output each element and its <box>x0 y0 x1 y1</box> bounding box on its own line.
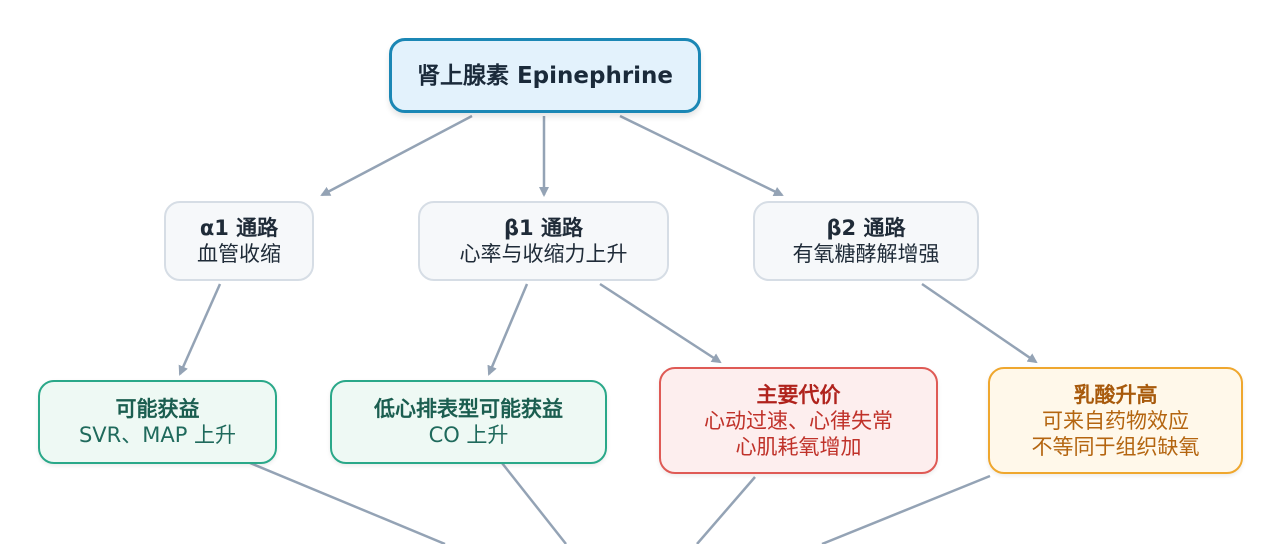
node-alpha1-subtitle: 血管收缩 <box>197 242 281 266</box>
line-low-co-down <box>501 462 567 544</box>
node-low-co-title: 低心排表型可能获益 <box>374 397 563 421</box>
arrow-root-to-alpha1 <box>320 114 473 197</box>
node-lactate-line2: 不等同于组织缺氧 <box>1031 434 1200 459</box>
node-cost-line2: 心肌耗氧增加 <box>735 434 862 459</box>
node-alpha1-pathway: α1 通路 血管收缩 <box>164 201 314 281</box>
node-epinephrine: 肾上腺素 Epinephrine <box>389 38 701 113</box>
arrow-alpha1-to-benefit <box>178 283 222 376</box>
node-beta2-pathway: β2 通路 有氧糖酵解增强 <box>753 201 979 281</box>
node-alpha1-title: α1 通路 <box>199 216 279 240</box>
node-benefit-subtitle: SVR、MAP 上升 <box>78 423 237 447</box>
node-benefit-title: 可能获益 <box>115 397 200 421</box>
node-cost-title: 主要代价 <box>756 382 841 407</box>
arrow-beta1-to-cost <box>599 282 722 364</box>
node-lactate-title: 乳酸升高 <box>1073 382 1158 407</box>
node-main-cost: 主要代价 心动过速、心律失常 心肌耗氧增加 <box>659 367 938 474</box>
node-beta1-title: β1 通路 <box>504 216 583 240</box>
line-lactate-down <box>821 474 991 544</box>
arrow-beta2-to-lactate <box>921 282 1038 364</box>
node-epinephrine-title: 肾上腺素 Epinephrine <box>416 62 674 89</box>
node-beta2-subtitle: 有氧糖酵解增强 <box>792 242 940 266</box>
arrow-beta1-to-low-co <box>487 283 529 376</box>
line-benefit-down <box>249 461 446 544</box>
node-lactate-rise: 乳酸升高 可来自药物效应 不等同于组织缺氧 <box>988 367 1243 474</box>
node-lactate-line1: 可来自药物效应 <box>1042 408 1189 433</box>
node-beta1-subtitle: 心率与收缩力上升 <box>459 242 628 266</box>
node-beta1-pathway: β1 通路 心率与收缩力上升 <box>418 201 669 281</box>
node-possible-benefit: 可能获益 SVR、MAP 上升 <box>38 380 277 464</box>
line-cost-down <box>696 476 756 544</box>
node-low-co-benefit: 低心排表型可能获益 CO 上升 <box>330 380 607 464</box>
node-low-co-subtitle: CO 上升 <box>428 423 509 447</box>
node-beta2-title: β2 通路 <box>826 216 906 240</box>
node-cost-line1: 心动过速、心律失常 <box>704 408 893 433</box>
arrow-root-to-beta2 <box>619 114 784 197</box>
